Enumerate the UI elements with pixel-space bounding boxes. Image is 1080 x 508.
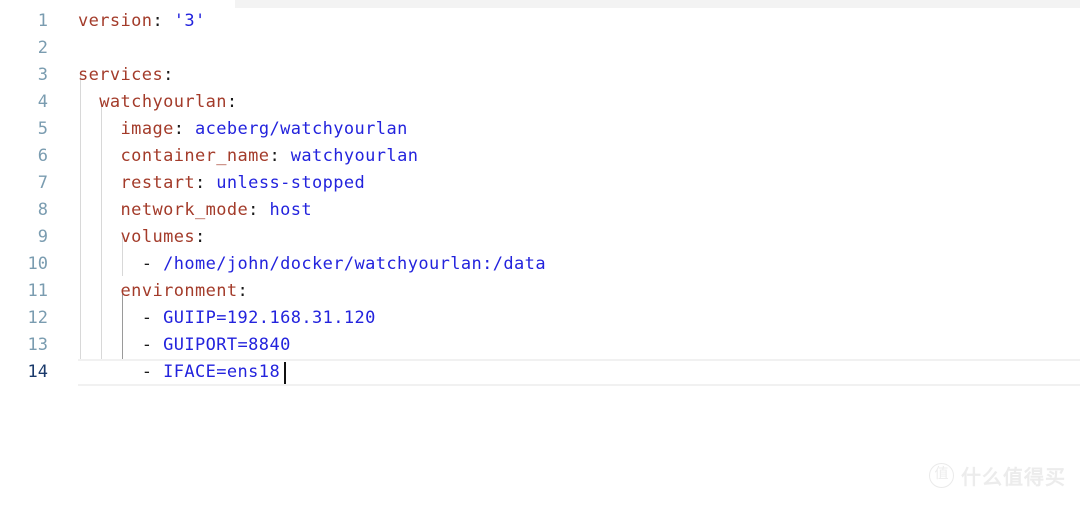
token-p: :: [163, 65, 174, 85]
token-k: watchyourlan: [99, 92, 227, 112]
line-content[interactable]: watchyourlan:: [78, 89, 238, 116]
code-line[interactable]: 7 restart: unless-stopped: [0, 170, 1080, 197]
watermark-text: 什么值得买: [961, 465, 1066, 489]
token-p: [78, 119, 121, 139]
token-p: -: [78, 254, 164, 274]
token-p: [163, 11, 174, 31]
token-k: image: [120, 119, 174, 139]
token-k: network_mode: [120, 200, 249, 220]
line-number: 11: [27, 281, 48, 301]
code-line[interactable]: 8 network_mode: host: [0, 197, 1080, 224]
token-p: :: [173, 119, 196, 139]
token-p: :: [195, 227, 206, 247]
line-number: 1: [37, 11, 48, 31]
token-p: [78, 200, 121, 220]
code-line[interactable]: 1 version: '3': [0, 8, 1080, 35]
token-v: GUIIP=192.168.31.120: [163, 308, 376, 328]
code-line[interactable]: 5 image: aceberg/watchyourlan: [0, 116, 1080, 143]
token-v: watchyourlan: [290, 146, 419, 166]
token-p: -: [78, 335, 164, 355]
code-line[interactable]: 4 watchyourlan:: [0, 89, 1080, 116]
line-content[interactable]: image: aceberg/watchyourlan: [78, 116, 408, 143]
token-p: [78, 173, 121, 193]
smzdm-watermark: 值 什么值得买: [929, 461, 1066, 490]
line-number: 6: [37, 146, 48, 166]
token-s: '3': [173, 11, 206, 31]
token-p: -: [78, 362, 164, 382]
line-content[interactable]: services:: [78, 62, 174, 89]
token-v: GUIPORT=8840: [163, 335, 291, 355]
token-k: restart: [120, 173, 195, 193]
line-content[interactable]: network_mode: host: [78, 197, 312, 224]
line-number: 3: [37, 65, 48, 85]
code-line[interactable]: 10 - /home/john/docker/watchyourlan:/dat…: [0, 251, 1080, 278]
line-number: 8: [37, 200, 48, 220]
token-p: [78, 92, 99, 112]
line-number: 7: [37, 173, 48, 193]
token-v: unless-stopped: [216, 173, 366, 193]
token-p: :: [269, 146, 291, 166]
text-cursor: [284, 362, 286, 384]
token-p: -: [78, 308, 164, 328]
code-line[interactable]: 13 - GUIPORT=8840: [0, 332, 1080, 359]
line-number: 14: [27, 362, 48, 382]
line-number: 12: [27, 308, 48, 328]
line-number: 13: [27, 335, 48, 355]
token-k: version: [78, 11, 153, 31]
line-number: 2: [37, 38, 48, 58]
token-p: [78, 281, 121, 301]
token-v: aceberg/watchyourlan: [195, 119, 408, 139]
code-line[interactable]: 14 - IFACE=ens18: [0, 359, 1080, 386]
code-line[interactable]: 11 environment:: [0, 278, 1080, 305]
line-number: 9: [37, 227, 48, 247]
line-content[interactable]: container_name: watchyourlan: [78, 143, 418, 170]
line-content[interactable]: - GUIIP=192.168.31.120: [78, 305, 376, 332]
line-content[interactable]: - GUIPORT=8840: [78, 332, 291, 359]
line-content[interactable]: environment:: [78, 278, 248, 305]
watermark-badge-icon: 值: [929, 463, 954, 488]
code-line[interactable]: 12 - GUIIP=192.168.31.120: [0, 305, 1080, 332]
line-content[interactable]: volumes:: [78, 224, 206, 251]
token-p: [78, 146, 121, 166]
token-k: environment: [120, 281, 238, 301]
line-number: 4: [37, 92, 48, 112]
token-p: :: [226, 92, 238, 112]
token-p: :: [152, 11, 164, 31]
line-number: 10: [27, 254, 48, 274]
token-k: volumes: [120, 227, 195, 247]
token-p: :: [195, 173, 217, 193]
code-line[interactable]: 6 container_name: watchyourlan: [0, 143, 1080, 170]
token-k: services: [78, 65, 164, 85]
line-content[interactable]: - IFACE=ens18: [78, 359, 280, 386]
token-v: host: [269, 200, 312, 220]
editor-top-band: [235, 0, 1080, 8]
line-number: 5: [37, 119, 48, 139]
line-content[interactable]: restart: unless-stopped: [78, 170, 365, 197]
token-p: :: [248, 200, 270, 220]
code-line[interactable]: 2: [0, 35, 1080, 62]
token-p: :: [237, 281, 249, 301]
token-v: /home/john/docker/watchyourlan:/data: [163, 254, 546, 274]
token-p: [78, 227, 121, 247]
code-line[interactable]: 9 volumes:: [0, 224, 1080, 251]
line-content[interactable]: - /home/john/docker/watchyourlan:/data: [78, 251, 546, 278]
code-line[interactable]: 3 services:: [0, 62, 1080, 89]
line-content[interactable]: version: '3': [78, 8, 206, 35]
token-v: IFACE=ens18: [163, 362, 281, 382]
token-k: container_name: [120, 146, 270, 166]
